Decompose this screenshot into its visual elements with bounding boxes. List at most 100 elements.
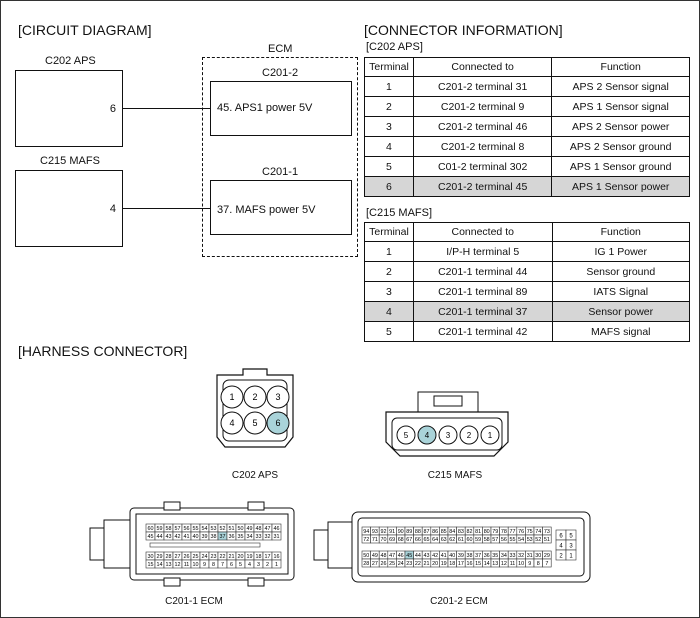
- connected-to-cell: C201-2 terminal 31: [412, 76, 553, 97]
- pin-label: 54: [518, 537, 524, 543]
- pin-label: 10: [193, 562, 199, 568]
- pin-label: 3: [257, 562, 260, 568]
- pin-label: 65: [424, 537, 430, 543]
- pin-label: 76: [518, 529, 524, 535]
- wire-mafs-power: [122, 208, 210, 209]
- terminal-cell: 3: [364, 116, 414, 137]
- pin-label: 60: [467, 537, 473, 543]
- pin-label: 34: [247, 534, 253, 540]
- pin-label: 1: [275, 562, 278, 568]
- ecm-boundary: [202, 57, 358, 257]
- pin-label: 26: [184, 554, 190, 560]
- pin-circle: [438, 425, 458, 445]
- terminal-cell: 1: [364, 241, 414, 262]
- pin-label: 1: [569, 554, 573, 560]
- pin-label: 5: [404, 431, 409, 440]
- pin-label: 38: [211, 534, 217, 540]
- ecm-c2012-label: C201-2: [262, 67, 299, 79]
- pin-circle: [480, 425, 500, 445]
- function-cell: IATS Signal: [551, 281, 691, 302]
- pin-label: 42: [432, 553, 438, 559]
- pin-label: 3: [446, 431, 451, 440]
- pin-label: 16: [274, 554, 280, 560]
- function-cell: MAFS signal: [551, 321, 691, 342]
- pin-label: 75: [527, 529, 533, 535]
- pin-label: 38: [467, 553, 473, 559]
- pin-label: 22: [220, 554, 226, 560]
- pin-label: 42: [175, 534, 181, 540]
- terminal-cell: 1: [364, 76, 414, 97]
- pin-label: 1: [229, 392, 234, 402]
- pin-label: 39: [458, 553, 464, 559]
- pin-label: 54: [202, 526, 208, 532]
- pin-label: 28: [166, 554, 172, 560]
- pin-label: 84: [449, 529, 455, 535]
- pin-label: 60: [148, 526, 154, 532]
- pin-label: 58: [166, 526, 172, 532]
- pin-label: 52: [220, 526, 226, 532]
- pin-label: 45: [406, 553, 412, 559]
- pin-label: 59: [475, 537, 481, 543]
- pin-label: 25: [193, 554, 199, 560]
- pin-label: 55: [193, 526, 199, 532]
- pin-label: 23: [406, 561, 412, 567]
- pin-label: 51: [229, 526, 235, 532]
- pin-label: 7: [545, 561, 548, 567]
- connected-to-cell: C201-2 terminal 9: [412, 96, 553, 117]
- pin-label: 89: [406, 529, 412, 535]
- circuit-diagram-heading: [CIRCUIT DIAGRAM]: [18, 22, 152, 38]
- pin-label: 69: [389, 537, 395, 543]
- ecm-c2011-pin-text: 37. MAFS power 5V: [217, 204, 316, 216]
- connector-info-heading: [CONNECTOR INFORMATION]: [364, 22, 563, 38]
- pin-label: 70: [381, 537, 387, 543]
- pin-circle: [266, 411, 290, 435]
- pin-label: 40: [449, 553, 455, 559]
- pin-label: 21: [424, 561, 430, 567]
- pin-label: 77: [510, 529, 516, 535]
- function-cell: APS 1 Sensor ground: [551, 156, 690, 177]
- pin-label: 56: [184, 526, 190, 532]
- pin-label: 32: [265, 534, 271, 540]
- pin-label: 72: [363, 537, 369, 543]
- function-cell: Sensor ground: [551, 261, 691, 282]
- pin-circle: [417, 425, 437, 445]
- pin-label: 11: [184, 562, 190, 568]
- pin-label: 88: [415, 529, 421, 535]
- pin-label: 18: [256, 554, 262, 560]
- pin-circle: [243, 385, 267, 409]
- terminal-cell: 4: [364, 136, 414, 157]
- pin-label: 11: [510, 561, 516, 567]
- function-cell: IG 1 Power: [551, 241, 691, 262]
- terminal-cell: 6: [364, 176, 414, 197]
- connected-to-cell: C201-1 terminal 89: [412, 281, 553, 302]
- pin-label: 83: [458, 529, 464, 535]
- pin-label: 85: [441, 529, 447, 535]
- ecm-c2012-pin-text: 45. APS1 power 5V: [217, 102, 313, 114]
- c202-aps-label: C202 APS: [45, 55, 96, 67]
- pin-label: 15: [475, 561, 481, 567]
- pin-label: 93: [372, 529, 378, 535]
- mafs-table-title: [C215 MAFS]: [366, 207, 433, 219]
- pin-label: 67: [406, 537, 412, 543]
- terminal-cell: 5: [364, 156, 414, 177]
- terminal-cell: 4: [364, 301, 414, 322]
- pin-label: 41: [441, 553, 447, 559]
- pin-label: 46: [274, 526, 280, 532]
- pin-label: 6: [230, 562, 233, 568]
- pin-label: 53: [527, 537, 533, 543]
- pin-label: 32: [518, 553, 524, 559]
- pin-label: 20: [432, 561, 438, 567]
- pin-label: 74: [535, 529, 541, 535]
- terminal-cell: 5: [364, 321, 414, 342]
- pin-label: 29: [544, 553, 550, 559]
- pin-label: 13: [492, 561, 498, 567]
- pin-label: 2: [467, 431, 472, 440]
- pin-label: 87: [424, 529, 430, 535]
